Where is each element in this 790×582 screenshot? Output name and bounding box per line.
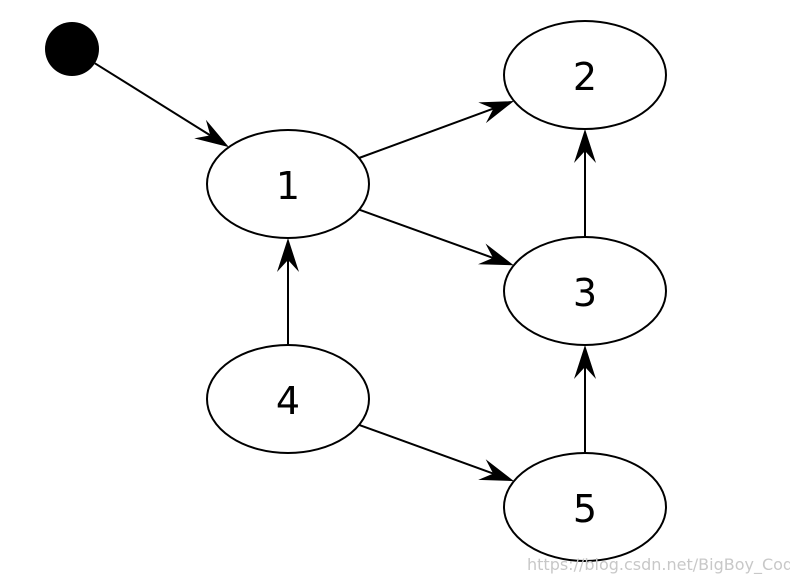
node-label: 4 xyxy=(276,379,300,423)
arrowhead xyxy=(194,119,229,148)
node-label: 2 xyxy=(573,55,597,99)
node-2: 2 xyxy=(503,20,667,130)
edge-1-to-2 xyxy=(358,101,514,159)
node-ellipse xyxy=(503,236,667,346)
nodes-layer: 1 2 3 4 5 xyxy=(45,20,667,562)
watermark-text: https://blog.csdn.net/BigBoy_Coder xyxy=(527,555,790,575)
edge-4-to-5 xyxy=(358,423,514,482)
edge-line xyxy=(358,107,494,159)
arrowhead xyxy=(478,459,514,482)
edge-start-to-1 xyxy=(94,62,229,148)
node-ellipse xyxy=(206,344,370,454)
node-1: 1 xyxy=(206,129,370,239)
arrowhead xyxy=(277,238,299,272)
edge-1-to-3 xyxy=(358,208,514,266)
edge-line xyxy=(94,62,211,137)
edge-4-to-1 xyxy=(277,238,299,345)
edge-line xyxy=(358,208,494,259)
arrowhead xyxy=(478,101,514,124)
arrowhead xyxy=(478,243,514,266)
node-label: 5 xyxy=(573,487,597,531)
node-4: 4 xyxy=(206,344,370,454)
edge-3-to-2 xyxy=(574,129,596,237)
arrowhead xyxy=(574,129,596,163)
start-node xyxy=(45,22,99,76)
node-ellipse xyxy=(503,20,667,130)
node-3: 3 xyxy=(503,236,667,346)
node-ellipse xyxy=(503,452,667,562)
node-ellipse xyxy=(206,129,370,239)
node-label: 1 xyxy=(276,164,300,208)
node-label: 3 xyxy=(573,271,597,315)
edges-layer xyxy=(94,62,596,482)
edge-5-to-3 xyxy=(574,345,596,453)
arrowhead xyxy=(574,345,596,379)
node-5: 5 xyxy=(503,452,667,562)
edge-line xyxy=(358,423,494,475)
